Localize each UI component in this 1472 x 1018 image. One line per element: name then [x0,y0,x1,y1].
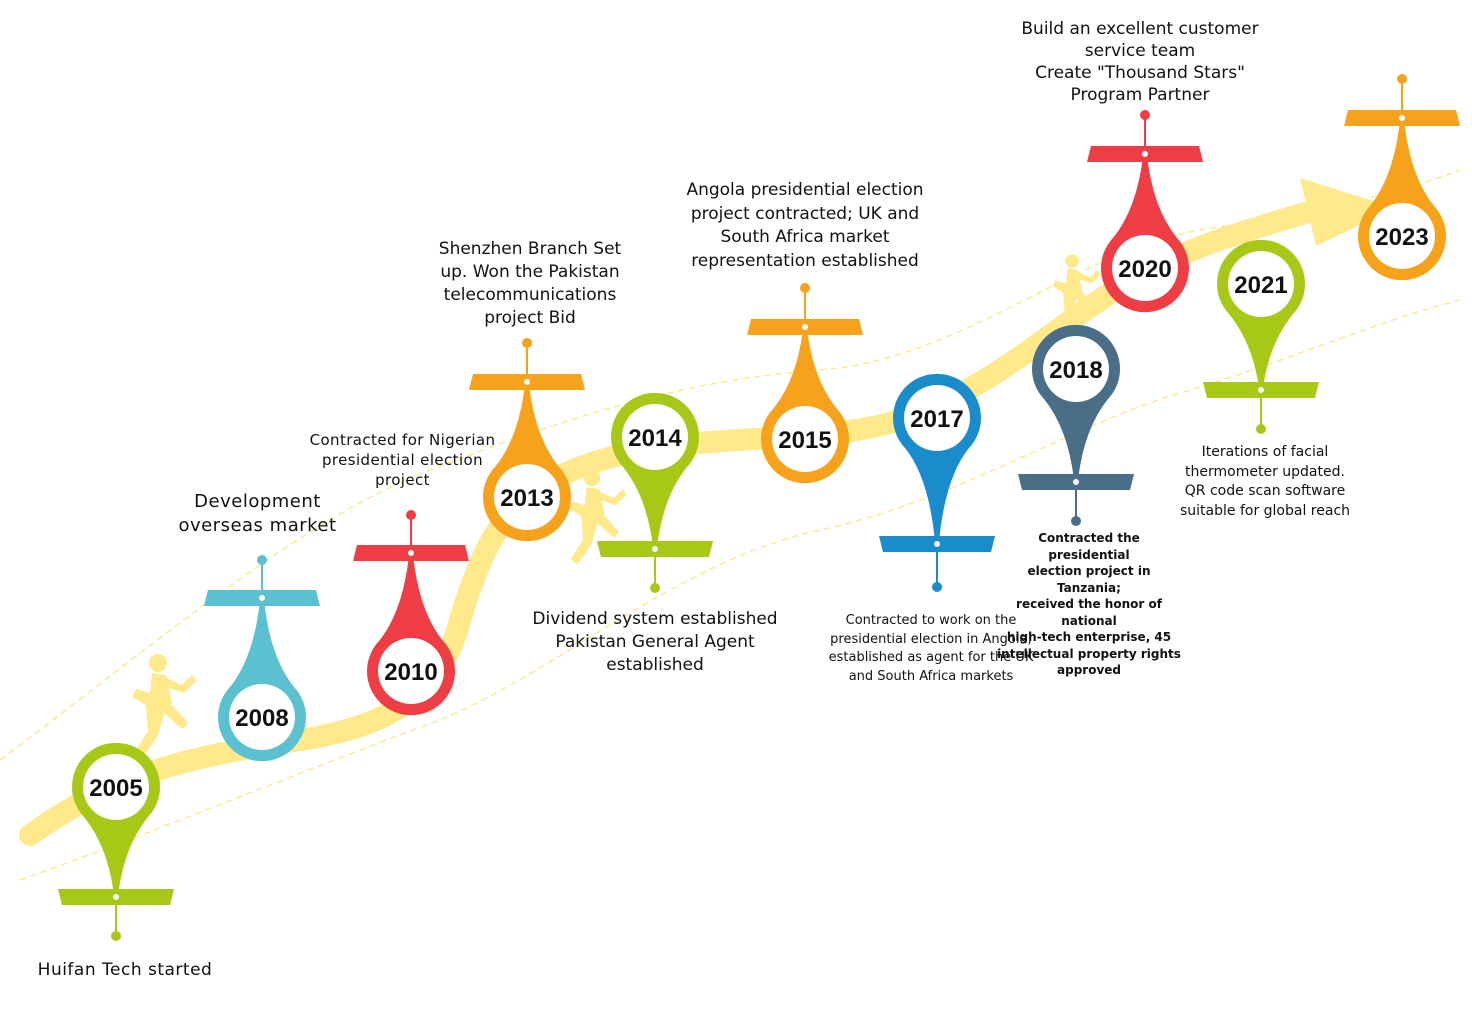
milestone-year-2018: 2018 [1049,357,1102,384]
milestone-year-2013: 2013 [500,485,553,512]
milestone-description-2013: Shenzhen Branch Set up. Won the Pakistan… [438,239,622,328]
marker-face [494,464,560,530]
milestone-year-2023: 2023 [1375,224,1428,251]
milestone-marker-2013: 2013 [469,338,585,542]
milestone-marker-2020: 2020 [1087,110,1203,313]
milestone-description-2017: Contracted to work on the presidential e… [828,613,1034,684]
marker-dot [800,283,810,293]
marker-ring [522,377,532,387]
milestone-year-2021: 2021 [1234,272,1287,299]
milestone-marker-2008: 2008 [204,555,320,762]
marker-dot [1256,424,1266,434]
milestone-description-2008: Development overseas market [178,491,337,536]
milestone-description-2015: Angola presidential election project con… [686,180,924,271]
marker-face [772,406,838,472]
marker-face [904,385,970,451]
marker-ring [111,892,121,902]
milestone-marker-2023: 2023 [1344,74,1460,281]
milestone-description-2005: Huifan Tech started [37,960,213,980]
marker-face [378,638,444,704]
milestone-year-2015: 2015 [778,427,831,454]
marker-ring [932,539,942,549]
marker-dot [1071,516,1081,526]
milestone-marker-2014: 2014 [597,392,713,593]
marker-dot [111,931,121,941]
milestone-description-2010: Contracted for Nigerian presidential ele… [309,431,496,489]
milestone-year-2005: 2005 [89,775,142,802]
marker-ring [1397,113,1407,123]
milestone-year-2010: 2010 [384,659,437,686]
milestone-marker-2018: 2018 [1018,324,1134,526]
marker-ring [1140,149,1150,159]
progress-arrow-head [1300,178,1395,246]
marker-ring [257,593,267,603]
marker-dot [257,555,267,565]
marker-face [1228,251,1294,317]
marker-dot [522,338,532,348]
milestone-description-2021: Iterations of facial thermometer updated… [1179,444,1351,519]
running-person-icon [568,470,627,565]
marker-ring [406,548,416,558]
running-person-icon [1052,254,1101,333]
milestone-description-2020: Build an excellent customer service team… [1021,19,1259,105]
marker-face [229,684,295,750]
marker-face [1369,203,1435,269]
guide-curve-upper [0,169,1461,761]
marker-ring [1256,385,1266,395]
marker-dot [650,583,660,593]
marker-face [1043,336,1109,402]
milestone-year-2017: 2017 [910,406,963,433]
marker-ring [650,544,660,554]
milestone-year-2008: 2008 [235,705,288,732]
milestone-marker-2017: 2017 [879,373,995,592]
marker-dot [406,510,416,520]
milestone-description-2018: Contracted the presidential election pro… [997,531,1181,677]
marker-face [1112,235,1178,301]
marker-ring [800,322,810,332]
milestone-marker-2015: 2015 [747,283,863,484]
marker-dot [932,582,942,592]
milestone-year-2014: 2014 [628,425,682,452]
marker-face [83,754,149,820]
milestone-year-2020: 2020 [1118,256,1171,283]
marker-ring [1071,477,1081,487]
marker-dot [1140,110,1150,120]
marker-face [622,404,688,470]
milestone-marker-2010: 2010 [353,510,469,716]
marker-dot [1397,74,1407,84]
milestone-description-2014: Dividend system established Pakistan Gen… [532,609,778,675]
running-person-icon [132,654,196,759]
milestone-marker-2021: 2021 [1203,239,1319,434]
milestone-marker-2005: 2005 [58,742,174,941]
